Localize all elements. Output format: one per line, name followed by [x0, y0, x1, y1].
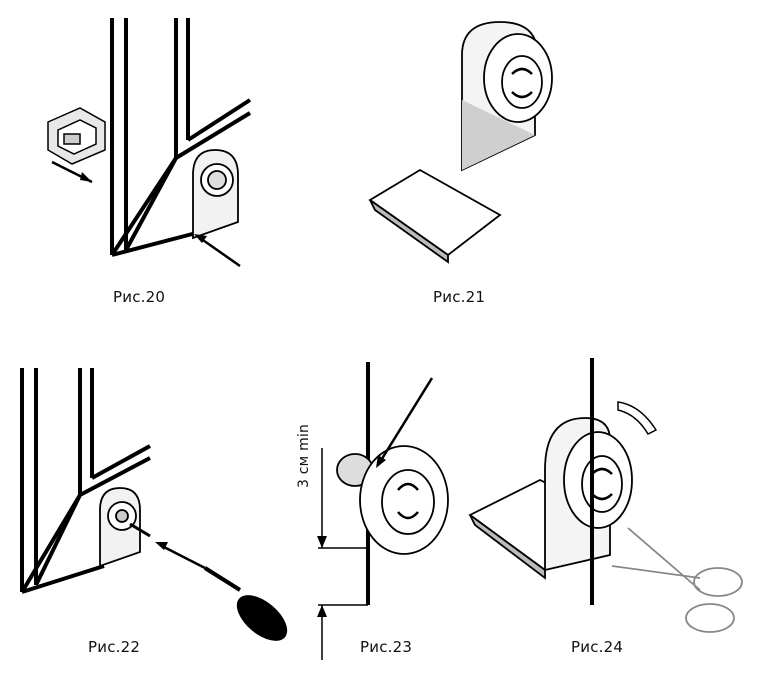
caption-fig24: Рис.24: [571, 638, 624, 656]
bracket-fig24: [468, 417, 633, 580]
caption-fig20: Рис.20: [113, 288, 166, 306]
window-frame-22: [20, 368, 151, 594]
bracket-fig20: [192, 149, 239, 240]
scissors-icon: [611, 527, 743, 633]
clip-plate: [368, 168, 502, 264]
caption-fig21: Рис.21: [433, 288, 486, 306]
bracket-fig22: [99, 487, 151, 568]
window-frame: [110, 18, 252, 257]
caption-fig23: Рис.23: [360, 638, 413, 656]
clip-holder: [47, 107, 106, 165]
screwdriver: [203, 566, 288, 641]
bracket-fig21: [461, 21, 553, 172]
wheel-fig23: [336, 445, 449, 555]
caption-fig22: Рис.22: [88, 638, 141, 656]
rotate-arrow-icon: [617, 401, 658, 435]
